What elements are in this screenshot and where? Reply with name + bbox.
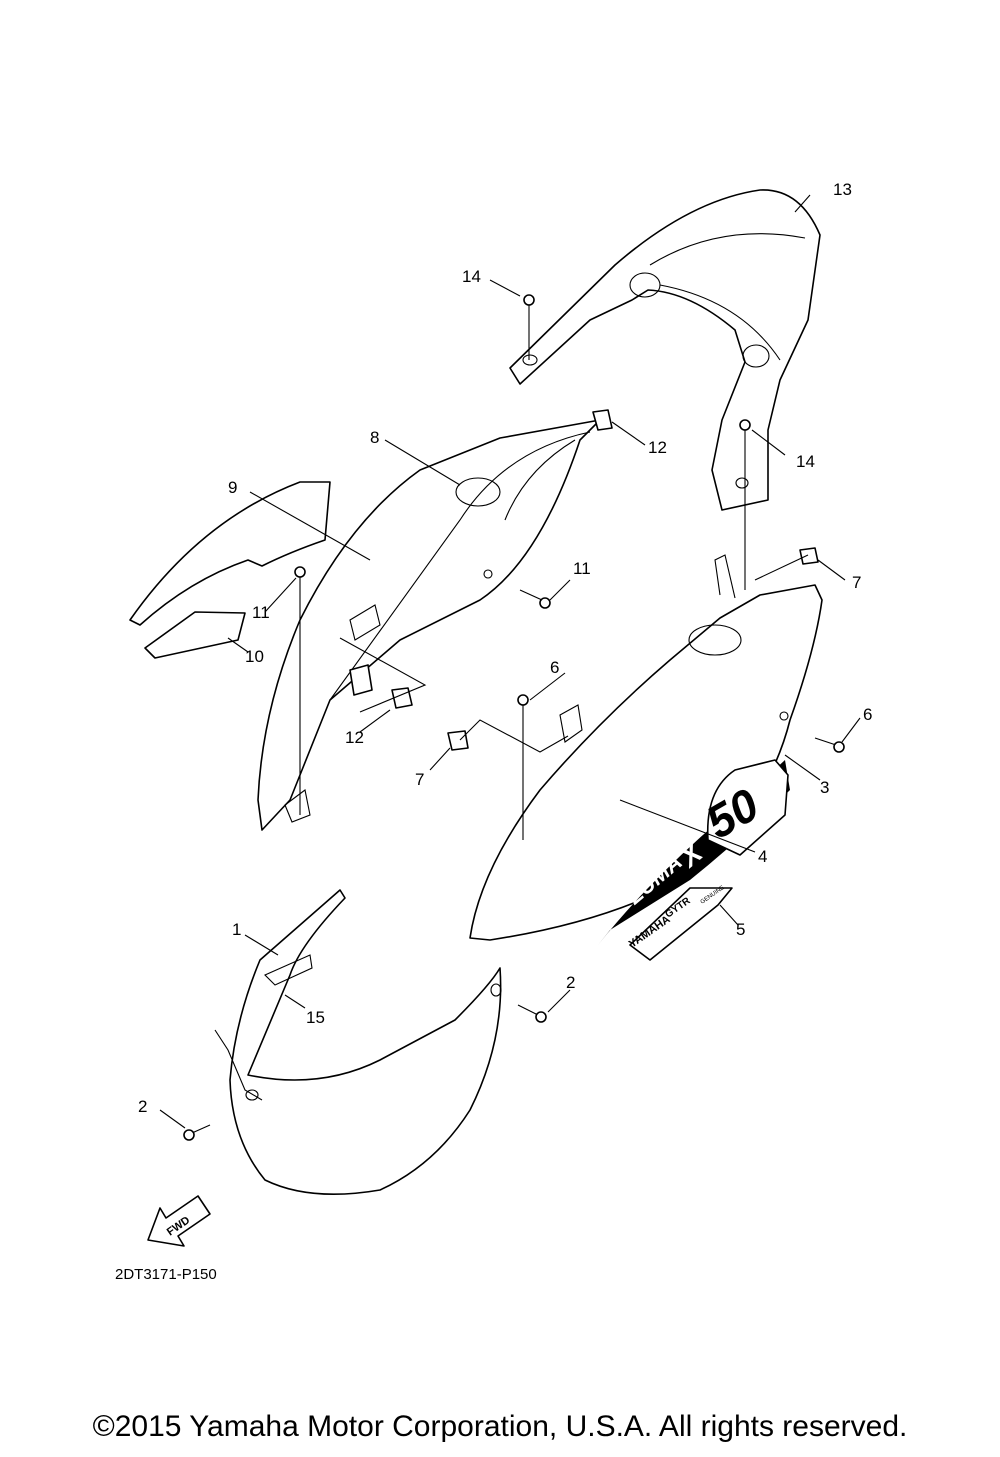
clip-12-grommet xyxy=(349,664,373,696)
callout-12-bottom: 12 xyxy=(345,728,364,747)
part-10-decal xyxy=(144,611,246,659)
part-1-lower-cover xyxy=(214,889,502,1196)
callout-1: 1 xyxy=(232,920,241,939)
callout-4: 4 xyxy=(758,847,767,866)
callout-7-right: 7 xyxy=(852,573,861,592)
callout-13: 13 xyxy=(833,180,852,199)
callout-14-right: 14 xyxy=(796,452,815,471)
callout-11-right: 11 xyxy=(573,559,591,578)
callout-2-left: 2 xyxy=(138,1097,147,1116)
callout-5: 5 xyxy=(736,920,745,939)
callout-15: 15 xyxy=(306,1008,325,1027)
callout-8: 8 xyxy=(370,428,379,447)
part-9-panel xyxy=(129,481,331,626)
callout-leaders xyxy=(159,194,861,1129)
screw-11-left xyxy=(294,566,306,600)
screw-11-right xyxy=(519,589,551,609)
screw-2-right xyxy=(517,1004,547,1023)
drawing-code: 2DT3171-P150 xyxy=(115,1266,217,1283)
screw-2-left xyxy=(183,1124,211,1141)
screw-14-right xyxy=(739,419,751,455)
callout-14-top: 14 xyxy=(462,267,481,286)
callout-9: 9 xyxy=(228,478,237,497)
callout-10: 10 xyxy=(245,647,264,666)
clip-7-right xyxy=(799,547,819,565)
screws xyxy=(183,294,845,1141)
callout-12-top: 12 xyxy=(648,438,667,457)
assembly-lines xyxy=(299,330,809,840)
clip-7-left xyxy=(447,730,469,751)
callout-6-right: 6 xyxy=(863,705,872,724)
part-8-side-cover-inner xyxy=(257,419,601,831)
callout-11-left: 11 xyxy=(252,603,270,622)
callout-3: 3 xyxy=(820,778,829,797)
screw-6-top xyxy=(517,694,529,728)
copyright-notice: ©2015 Yamaha Motor Corporation, U.S.A. A… xyxy=(92,1410,908,1443)
fwd-arrow-icon: FWD xyxy=(147,1195,211,1247)
screw-14-top xyxy=(523,294,535,330)
callout-numbers: 13 14 14 8 12 9 11 11 10 7 6 6 3 12 7 4 … xyxy=(138,180,872,1116)
callout-2-right: 2 xyxy=(566,973,575,992)
screw-6-right xyxy=(814,737,845,753)
callout-7-left: 7 xyxy=(415,770,424,789)
callout-6-top: 6 xyxy=(550,658,559,677)
